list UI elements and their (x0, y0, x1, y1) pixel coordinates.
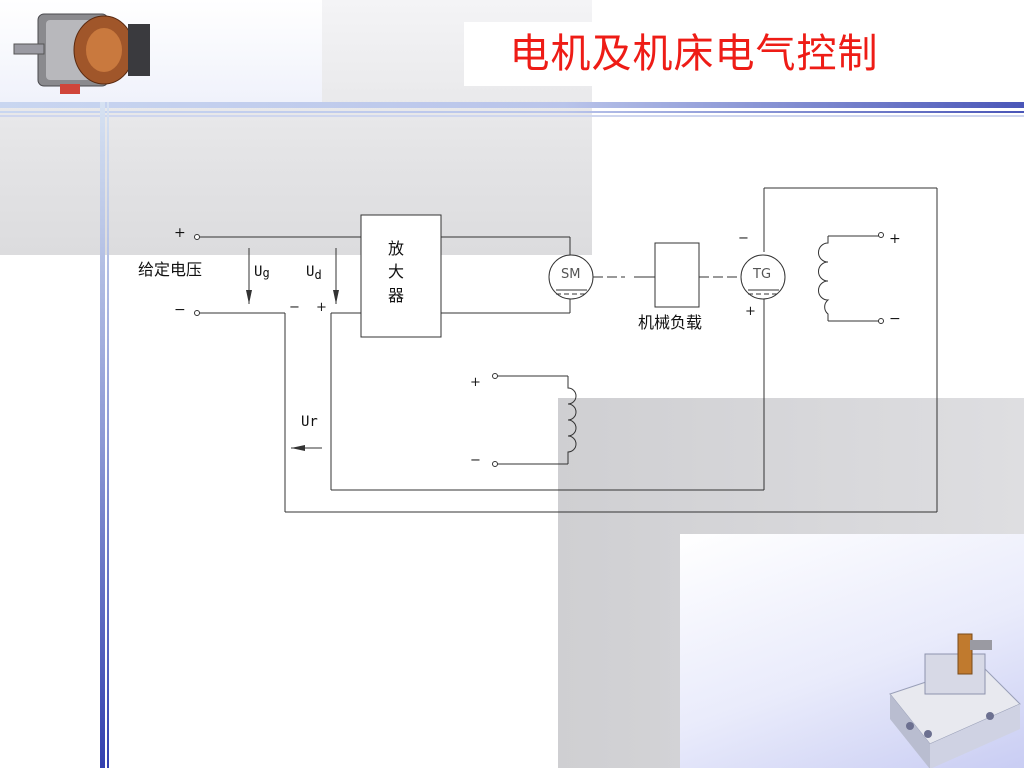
contactor-image (889, 633, 1021, 769)
terminal-input-minus (194, 310, 200, 316)
top-decorative-rule (0, 102, 1024, 117)
ur-label: Ur (301, 414, 318, 430)
amplifier-char-3: 器 (388, 286, 405, 305)
ug-arrow-head (246, 290, 252, 304)
amplifier-char-2: 大 (388, 262, 405, 281)
left-decorative-rule (100, 102, 109, 768)
terminal-coil-right-plus (878, 232, 884, 238)
ud-arrow-head (333, 290, 339, 304)
terminal-coil-right-minus (878, 318, 884, 324)
tg-plus-sign: + (745, 304, 756, 319)
contactor-photo-panel (680, 534, 1024, 769)
input-minus-sign: − (174, 302, 186, 318)
terminal-coil-bottom-minus (492, 461, 498, 467)
motor-photo-panel (0, 0, 322, 102)
tg-label: TG (753, 267, 772, 282)
sm-label: SM (561, 267, 581, 282)
input-plus-sign: + (174, 225, 186, 241)
ug-label: Ug (254, 264, 270, 280)
coil-right-plus-sign: + (889, 231, 901, 247)
coil-bottom-plus-sign: + (470, 375, 481, 390)
ud-label: Ud (306, 264, 322, 282)
ur-arrow-head (291, 445, 305, 451)
mechanical-load-label: 机械负载 (638, 313, 703, 332)
given-voltage-label: 给定电压 (138, 260, 203, 279)
ud-minus-sign: − (289, 300, 300, 315)
coil-right-minus-sign: − (889, 311, 901, 327)
coil-right (818, 236, 830, 321)
motor-image (13, 13, 150, 94)
amplifier-char-1: 放 (388, 239, 405, 258)
tg-minus-sign: − (738, 231, 749, 246)
coil-bottom-minus-sign: − (470, 453, 481, 468)
ud-plus-sign: + (316, 300, 327, 315)
terminal-coil-bottom-plus (492, 373, 498, 379)
mechanical-load-box (654, 242, 700, 308)
title-box (464, 22, 924, 86)
slide-title: 电机及机床电气控制 (509, 31, 879, 77)
